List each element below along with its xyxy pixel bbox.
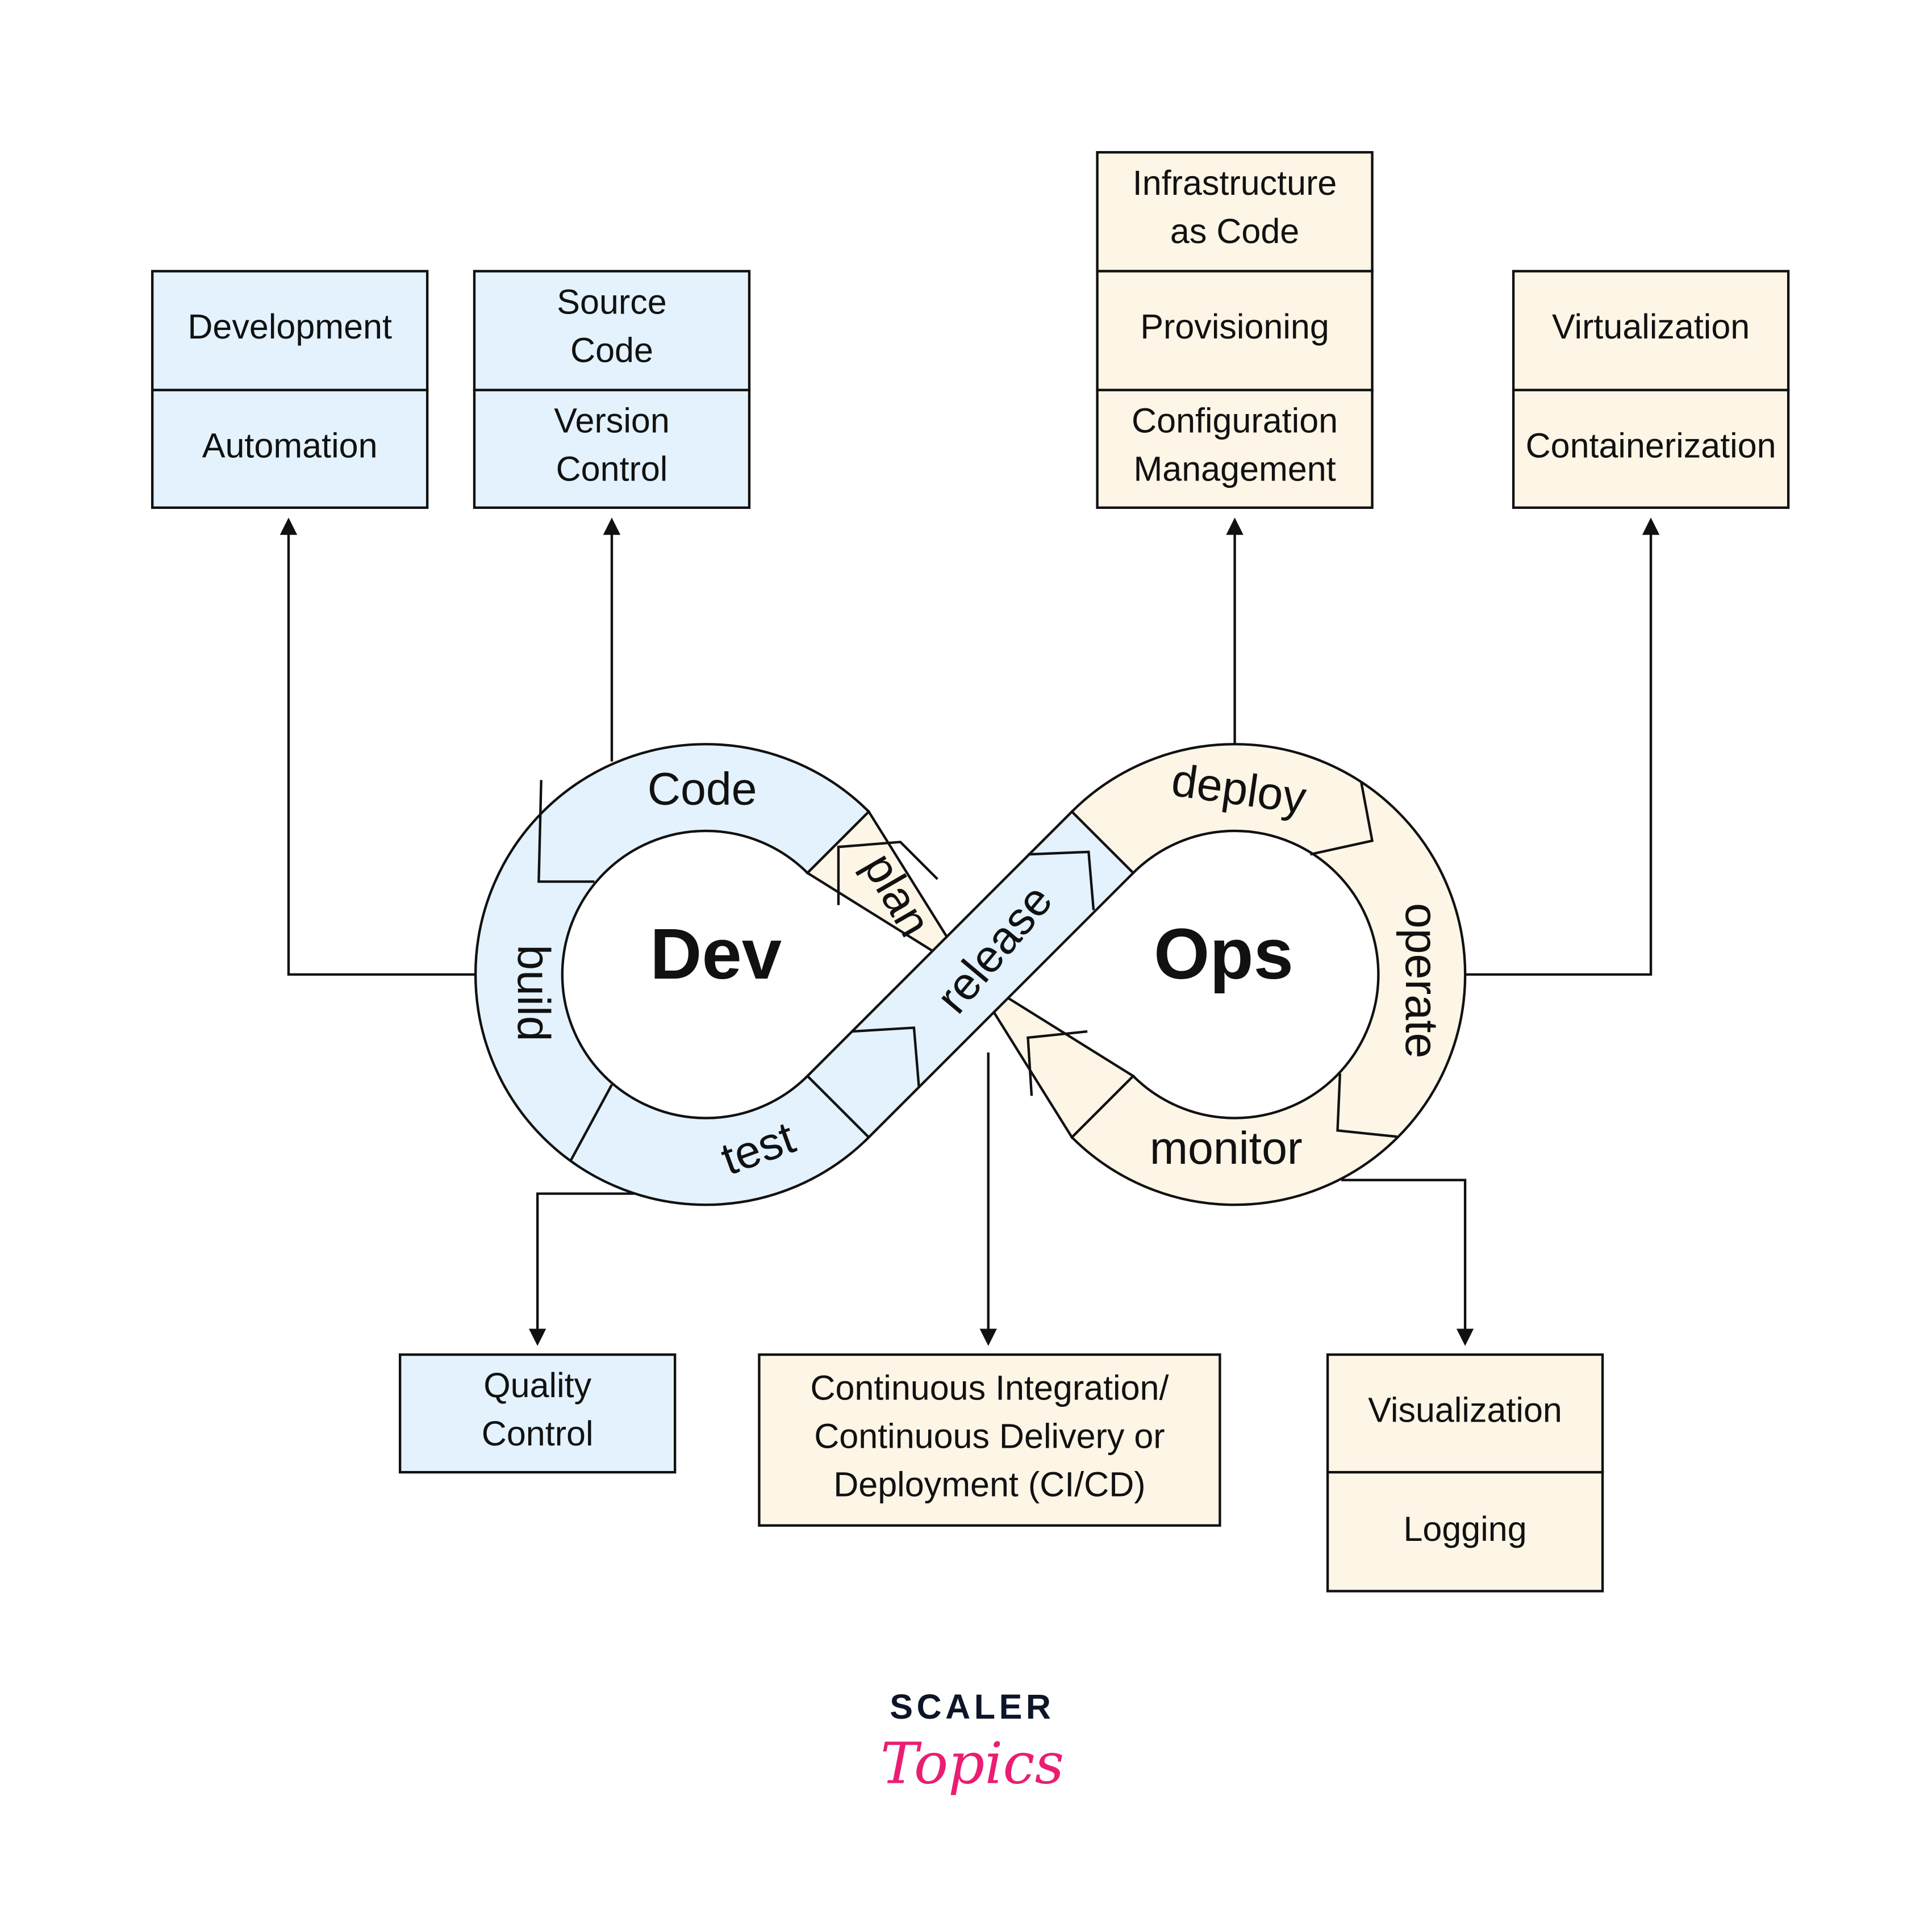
box-text: Source: [557, 282, 666, 321]
box-text: Visualization: [1368, 1391, 1562, 1430]
stage-build: build: [508, 945, 559, 1041]
box-cicd: Continuous Integration/ Continuous Deliv…: [758, 1353, 1221, 1527]
dev-label: Dev: [650, 914, 782, 994]
scaler-topics-logo: SCALER Topics: [881, 1687, 1064, 1796]
arrow-to-visualization: [1341, 1179, 1474, 1346]
box-infrastructure: Infrastructure as Code Provisioning Conf…: [1096, 151, 1374, 509]
box-text: Configuration: [1132, 402, 1338, 440]
divider-deploy-operate: [1310, 781, 1374, 856]
stage-operate: operate: [1396, 903, 1447, 1059]
divider-plan: [837, 841, 938, 905]
logo-brand: SCALER: [890, 1687, 1054, 1726]
box-text: Continuous Delivery or: [814, 1416, 1165, 1455]
divider-build-test: [570, 1084, 613, 1161]
divider-monitor-plan: [1026, 1030, 1088, 1096]
box-text: Version: [554, 402, 670, 440]
box-text: Code: [570, 331, 653, 369]
box-text: Continuous Integration/: [810, 1368, 1169, 1407]
box-text: as Code: [1170, 212, 1299, 250]
divider-code-build: [537, 780, 595, 883]
box-development-automation: Development Automation: [151, 270, 429, 509]
divider-test-release: [852, 1026, 920, 1088]
logo-sub: Topics: [881, 1730, 1064, 1796]
box-text: Virtualization: [1552, 307, 1750, 346]
box-text: Containerization: [1526, 426, 1776, 465]
box-quality-control: Quality Control: [399, 1353, 677, 1474]
box-visualization-logging: Visualization Logging: [1326, 1353, 1604, 1593]
ops-label: Ops: [1154, 914, 1293, 994]
box-text: Quality: [483, 1366, 591, 1405]
box-text: Control: [482, 1414, 594, 1453]
dev-ring: [474, 743, 871, 1206]
box-virtualization: Virtualization Containerization: [1512, 270, 1790, 509]
divider-operate-monitor: [1336, 1073, 1397, 1138]
box-source-version-control: Source Code Version Control: [473, 270, 751, 509]
arrow-to-virtualization: [1465, 517, 1660, 976]
box-text: Management: [1133, 450, 1336, 488]
stage-monitor: monitor: [1150, 1123, 1303, 1174]
release-band: [806, 809, 1135, 1139]
box-text: Deployment (CI/CD): [833, 1465, 1145, 1503]
arrow-to-dev-automation: [279, 517, 474, 976]
ops-ring: [1070, 743, 1467, 1206]
box-text: Logging: [1403, 1510, 1526, 1548]
connectors: [279, 517, 1660, 1346]
box-text: Infrastructure: [1133, 164, 1337, 202]
box-text: Automation: [202, 426, 378, 465]
box-text: Development: [187, 307, 392, 346]
box-text: Provisioning: [1140, 307, 1329, 346]
infinity-loop: Code build test plan release deploy oper…: [474, 743, 1467, 1206]
stage-code: Code: [648, 764, 757, 815]
divider-release-deploy: [1028, 850, 1095, 910]
arrow-to-quality-control: [528, 1192, 635, 1346]
box-text: Control: [556, 450, 668, 488]
